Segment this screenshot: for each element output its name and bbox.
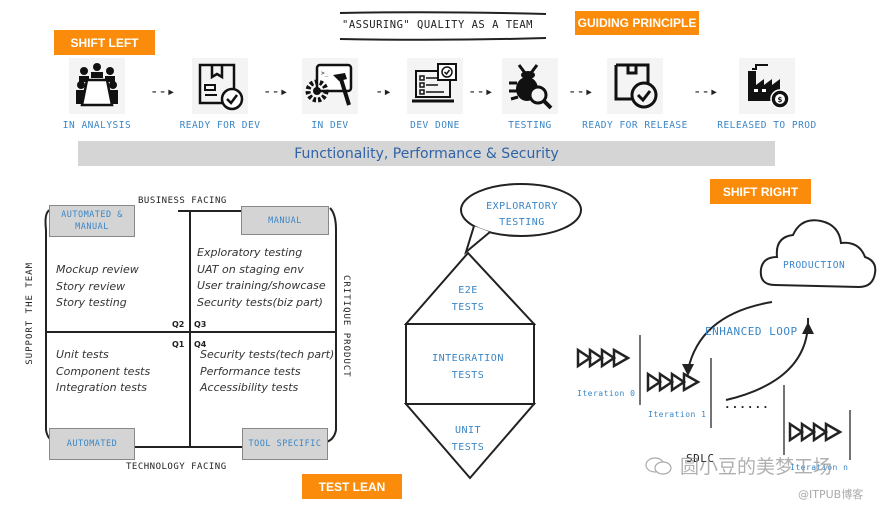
test-lean-tag: TEST LEAN [302, 474, 402, 499]
q2-item: Mockup review [56, 263, 139, 276]
arrow-icon: --▸ [468, 84, 494, 100]
arrow-icon: --▸ [150, 84, 176, 100]
critique-product-label: CRITIQUE PRODUCT [341, 275, 351, 378]
iteration-1-chevrons-icon [646, 371, 701, 393]
arrow-icon: -▸ [375, 84, 392, 100]
iteration-0-label: Iteration 0 [577, 389, 636, 398]
q4-item: Accessibility tests [200, 381, 299, 394]
q3-item: UAT on staging env [197, 262, 304, 276]
q4-item: Performance tests [200, 364, 301, 378]
step-label: READY FOR RELEASE [582, 120, 688, 131]
unit-tests-layer: UNIT TESTS [451, 425, 485, 453]
checklist-laptop-icon [407, 58, 463, 114]
arrow-icon: --▸ [693, 84, 719, 100]
step-label: IN DEV [311, 120, 349, 131]
q2-item: Story testing [56, 296, 127, 309]
title-banner: "ASSURING" QUALITY AS A TEAM [336, 10, 550, 42]
arrow-icon: --▸ [568, 84, 594, 100]
step-label: DEV DONE [410, 120, 460, 131]
workflow-step: TESTING [475, 58, 585, 131]
integration-tests-layer: INTEGRATION TESTS [432, 353, 504, 381]
quality-band: Functionality, Performance & Security [78, 141, 775, 166]
sdlc-iterations [576, 335, 851, 460]
sdlc-label: SDLC [686, 452, 715, 465]
q3-item: User training/showcase [197, 279, 326, 292]
enhanced-loop-arrows [682, 301, 814, 401]
q3-label: Q3 [194, 320, 207, 329]
q4-label: Q4 [194, 340, 207, 349]
technology-facing-label: TECHNOLOGY FACING [126, 462, 227, 472]
workflow-step: DEV DONE [380, 58, 490, 131]
production-label: PRODUCTION [783, 260, 846, 271]
shift-right-tag: SHIFT RIGHT [710, 179, 811, 204]
guiding-principle-tag: GUIDING PRINCIPLE [575, 11, 699, 35]
quadrant-frame [44, 207, 337, 448]
q2-item: Story review [56, 279, 126, 293]
business-facing-label: BUSINESS FACING [138, 196, 227, 206]
q4-item: Security tests(tech part) [200, 348, 335, 361]
arrow-icon: --▸ [263, 84, 289, 100]
arrow-up-icon [802, 322, 814, 334]
step-label: RELEASED TO PROD [717, 120, 817, 131]
ellipsis: ...... [724, 398, 770, 411]
watermark-text: 圆小豆的美梦工场 [680, 456, 833, 478]
q1-label: Q1 [172, 340, 185, 349]
svg-text:$: $ [778, 96, 783, 104]
svg-text:>_: >_ [321, 70, 329, 77]
support-the-team-label: SUPPORT THE TEAM [25, 262, 35, 365]
workflow-step: IN ANALYSIS [42, 58, 152, 131]
q2-label: Q2 [172, 320, 185, 329]
arrow-down-icon [682, 364, 694, 376]
q1-item: Component tests [56, 364, 151, 378]
test-lean-diagram [403, 183, 582, 480]
workflow-step: $ RELEASED TO PROD [712, 58, 822, 131]
band-label: Functionality, Performance & Security [294, 145, 559, 162]
manual-box: MANUAL [241, 206, 329, 235]
meeting-table-icon [69, 58, 125, 114]
exploratory-testing-bubble: EXPLORATORY TESTING [486, 201, 558, 228]
enhanced-loop-label: ENHANCED LOOP [705, 325, 798, 338]
q2-items: Mockup review Story review Story testing [56, 262, 139, 312]
iteration-n-label: Iteration n [790, 463, 849, 472]
automated-box: AUTOMATED [49, 428, 135, 460]
automated-and-manual-box: AUTOMATED & MANUAL [49, 205, 135, 237]
step-label: READY FOR DEV [179, 120, 261, 131]
step-label: TESTING [508, 120, 552, 131]
page-title: "ASSURING" QUALITY AS A TEAM [342, 19, 534, 31]
wechat-icon [644, 455, 674, 477]
q1-item: Unit tests [56, 348, 109, 361]
bug-search-icon [502, 58, 558, 114]
shift-left-tag: SHIFT LEFT [54, 30, 155, 55]
q3-item: Security tests(biz part) [197, 295, 323, 309]
q1-items: Unit tests Component tests Integration t… [56, 347, 150, 397]
factory-dollar-icon: $ [739, 58, 795, 114]
q3-items: Exploratory testing UAT on staging env U… [197, 245, 326, 311]
workflow-step: READY FOR RELEASE [580, 58, 690, 131]
package-check-icon [192, 58, 248, 114]
dev-gear-hammer-icon: >_ [302, 58, 358, 114]
tool-specific-box: TOOL SPECIFIC [242, 428, 328, 460]
q3-item: Exploratory testing [197, 246, 303, 259]
iteration-n-chevrons-icon [788, 421, 843, 443]
q4-items: Security tests(tech part) Performance te… [200, 347, 334, 397]
step-label: IN ANALYSIS [62, 120, 132, 131]
iteration-1-label: Iteration 1 [648, 410, 707, 419]
iteration-0-chevrons-icon [576, 347, 631, 369]
cloud-icon [759, 219, 877, 289]
e2e-tests-layer: E2E TESTS [451, 285, 485, 313]
q1-item: Integration tests [56, 381, 147, 394]
workflow-step: READY FOR DEV [165, 58, 275, 131]
workflow-step: >_ IN DEV [275, 58, 385, 131]
title-underline-strokes [339, 11, 547, 41]
watermark-source: @ITPUB博客 [798, 488, 864, 501]
box-check-icon [607, 58, 663, 114]
